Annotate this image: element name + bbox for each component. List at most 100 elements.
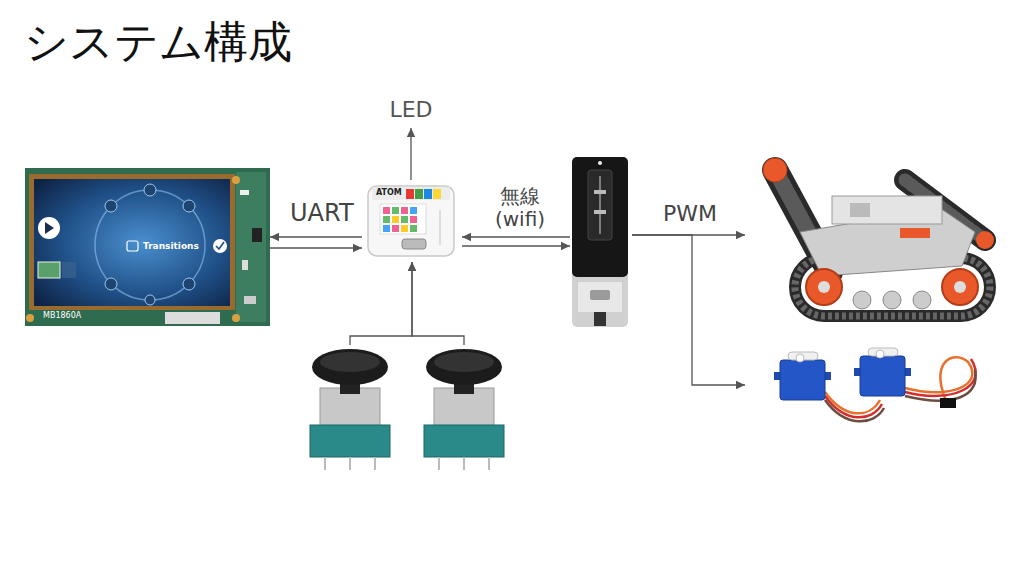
controller-stick-part [594,190,606,194]
display-board-node: TransitionsMB1860A [25,168,270,326]
display-board-part [165,312,220,324]
atom-device-part [401,216,408,223]
servo-motors-part [796,354,804,362]
servo-motors-part [780,360,825,400]
connector [270,233,362,252]
display-board-part [244,296,256,304]
arrow-head [353,244,362,252]
display-board [25,168,270,326]
tank-robot-part [913,291,931,309]
arrow-head [408,262,416,271]
connector-line [462,236,570,237]
joystick-part [424,425,504,457]
display-board-part [144,184,156,196]
atom-device-part [402,239,426,249]
joystick-part [312,349,388,385]
atom-device-part [380,204,426,234]
display-board-part [145,295,155,305]
display-board-part [232,176,240,184]
controller-stick-part [572,157,628,277]
display-board-part [242,260,248,270]
controller-stick-part [598,161,602,165]
atom-device-part [368,186,454,256]
connector [408,262,464,345]
servo-motors-part [940,398,956,408]
tank-node [745,130,1003,328]
node-label: MB1860A [43,311,81,320]
atom-device-part [392,216,399,223]
atom-device-part [372,187,450,200]
connector-line [270,236,362,237]
display-board-part [34,179,230,306]
display-board-part [26,314,34,322]
joystick-node [295,345,405,470]
controller-stick-part [599,176,601,234]
tank-robot-part [850,203,870,217]
display-board-part [236,172,266,322]
arrow-head [408,262,416,271]
connector [632,235,745,389]
connector-line [412,262,464,345]
atom-device-part [433,189,441,199]
controller-stick-part [590,290,610,300]
atom-device-part [415,189,423,199]
display-board-part [127,241,138,251]
display-board-part [29,174,235,310]
connector [350,262,416,345]
tank-robot-part [853,291,871,309]
atom-device-part [439,210,441,245]
arrow-head [736,231,745,239]
edge-label: PWM [661,201,719,226]
servo-motors-part [825,400,884,421]
display-board-part [105,278,117,290]
joystick-part [488,457,490,470]
connector [407,128,415,180]
arrow-head [407,128,415,137]
atom-device-part [410,216,417,223]
arrow-head [736,381,745,389]
atom-device-part [383,225,390,232]
atom-device-part [401,225,408,232]
atom-device-part [410,225,417,232]
joystick-part [434,352,494,372]
display-board-part [232,314,240,322]
arrow-head [270,233,279,241]
node-label: LED [389,97,433,122]
arrow-head [561,242,570,250]
servo-motors-part [905,359,976,396]
controller-stick-part [578,282,622,312]
joystick-part [426,349,502,385]
tank-robot-part [976,231,994,249]
joystick-part [374,457,376,470]
joystick [424,349,504,470]
servo-motors-part [825,396,882,417]
display-board-part [38,217,60,239]
arrow-head [462,233,471,241]
atom-device-part [424,189,432,199]
node-label: Transitions [143,241,199,251]
servo-motors-part [905,370,976,401]
tank-robot-part [954,281,966,293]
tank-robot-part [818,281,830,293]
atom-device-part [401,207,408,214]
node-label: ATOM [376,188,402,197]
atom-device-part [406,189,414,199]
display-board-part [213,239,227,253]
edge-label: UART [288,200,356,228]
display-board-part [240,190,249,195]
atom-device [368,186,454,256]
joystick-part [320,352,380,372]
atom-device-part [410,207,417,214]
controller-stick-part [572,157,628,327]
atom-node: ATOM [362,180,462,262]
joystick-part [349,457,351,470]
tank-robot-part [883,291,901,309]
connector-line [632,235,745,385]
display-board-part [95,190,205,300]
atom-device-part [392,225,399,232]
controller-stick-part [594,210,606,214]
connector-line [462,245,570,246]
connector [462,233,570,250]
